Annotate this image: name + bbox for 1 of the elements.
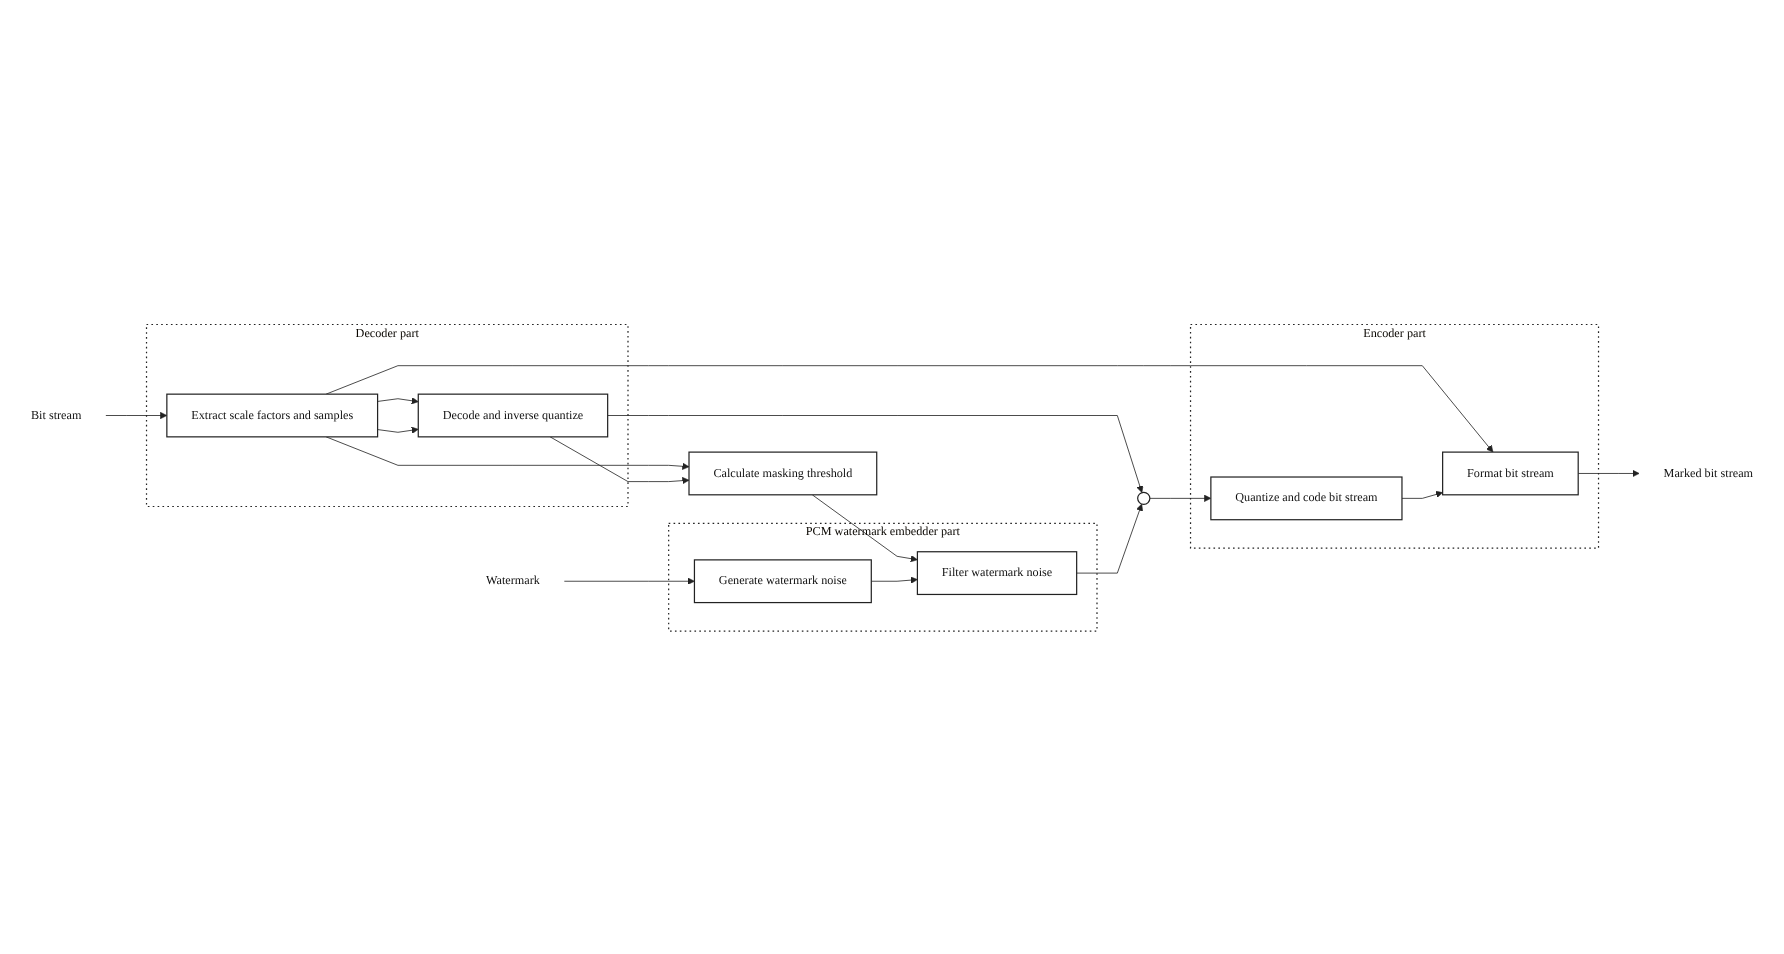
node-circle — [1137, 490, 1151, 505]
